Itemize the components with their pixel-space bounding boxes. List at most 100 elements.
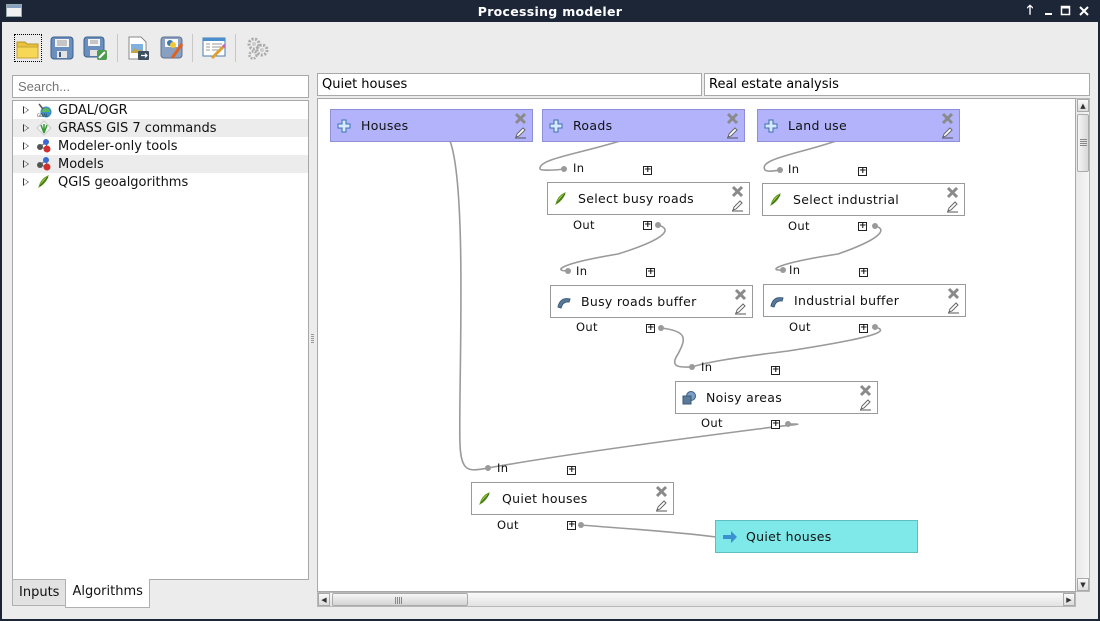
expand-arrow-icon[interactable] [23,106,29,114]
open-model-button[interactable] [14,34,42,62]
canvas-horizontal-scrollbar[interactable]: ◀ ▶ [317,592,1076,607]
algorithm-node-noisy-areas[interactable]: Noisy areas [675,381,878,414]
algorithm-node-quiet-houses[interactable]: Quiet houses [471,482,674,515]
svg-text:GDAL: GDAL [37,113,49,118]
edit-pencil-icon[interactable] [941,126,954,139]
node-label: Houses [361,118,409,133]
expand-port-icon[interactable]: + [859,267,868,277]
tree-item-label: GRASS GIS 7 commands [58,120,217,136]
keep-above-button[interactable]: 🡑 [1026,3,1034,18]
tree-item-gdal-ogr[interactable]: GDAL GDAL/OGR [13,101,308,119]
close-button[interactable] [1076,3,1092,19]
expand-port-icon[interactable]: + [567,520,576,530]
algorithm-node-select-busy-roads[interactable]: Select busy roads [547,182,750,215]
model-input-land-use[interactable]: Land use [757,109,960,142]
tab-inputs[interactable]: Inputs [12,579,66,606]
scroll-up-button[interactable]: ▲ [1077,99,1089,112]
delete-icon[interactable] [514,112,527,125]
port-out-label: Out [573,218,595,232]
delete-icon[interactable] [941,112,954,125]
expand-arrow-icon[interactable] [23,160,29,168]
title-bar[interactable]: Processing modeler 🡑 [0,0,1100,22]
minimize-button[interactable] [1041,3,1057,19]
tree-item-modeler-only-tools[interactable]: Modeler-only tools [13,137,308,155]
edit-help-button[interactable] [200,34,228,62]
run-model-button[interactable] [244,34,272,62]
algorithm-node-industrial-buffer[interactable]: Industrial buffer [763,284,966,317]
model-canvas[interactable]: Houses Roads Land use In + Select [317,98,1076,592]
model-input-roads[interactable]: Roads [542,109,745,142]
export-image-button[interactable] [124,34,152,62]
expand-port-icon[interactable]: + [567,465,576,475]
scroll-right-button[interactable]: ▶ [1063,593,1075,606]
node-label: Industrial buffer [794,293,900,308]
expand-port-icon[interactable]: + [771,419,780,429]
connection-lines [449,140,882,538]
edit-pencil-icon[interactable] [947,301,960,314]
qgis-icon [478,491,492,506]
delete-icon[interactable] [731,185,744,198]
edit-pencil-icon[interactable] [946,200,959,213]
link-busy-buffer-to-noisy [660,327,693,368]
window-app-icon[interactable] [6,4,22,17]
buffer-icon [770,294,784,308]
canvas-vertical-scrollbar[interactable]: ▲ ▼ [1076,98,1090,592]
delete-icon[interactable] [655,485,668,498]
expand-arrow-icon[interactable] [23,142,29,150]
model-name-input[interactable] [317,73,702,96]
expand-port-icon[interactable]: + [643,220,652,230]
expand-port-icon[interactable]: + [858,221,867,231]
panel-splitter-handle[interactable] [311,334,315,346]
maximize-button[interactable] [1058,3,1074,19]
model-output-quiet-houses[interactable]: Quiet houses [715,520,918,553]
tree-item-grass[interactable]: GRASS GIS 7 commands [13,119,308,137]
tree-item-models[interactable]: Models [13,155,308,173]
delete-icon[interactable] [947,287,960,300]
expand-port-icon[interactable]: + [858,166,867,176]
algorithm-node-select-industrial[interactable]: Select industrial [762,183,965,216]
delete-icon[interactable] [859,384,872,397]
delete-icon[interactable] [726,112,739,125]
port-in-label: In [701,360,713,374]
edit-pencil-icon[interactable] [514,126,527,139]
floppy-icon [50,36,74,60]
left-panel-tabs: Inputs Algorithms [12,579,150,608]
modeler-icon [36,156,52,172]
node-label: Quiet houses [746,529,832,544]
edit-pencil-icon[interactable] [655,499,668,512]
edit-pencil-icon[interactable] [859,398,872,411]
algorithm-node-busy-roads-buffer[interactable]: Busy roads buffer [550,285,753,318]
window-title: Processing modeler [477,4,623,19]
edit-pencil-icon[interactable] [734,302,747,315]
expand-port-icon[interactable]: + [643,165,652,175]
save-model-as-button[interactable] [82,34,110,62]
link-landuse-to-select-industrial [763,140,837,172]
edit-pencil-icon[interactable] [726,126,739,139]
scroll-down-button[interactable]: ▼ [1077,578,1089,591]
port-out-label: Out [497,518,519,532]
save-model-button[interactable] [48,34,76,62]
port-out-label: Out [789,320,811,334]
toolbar-separator [117,34,118,62]
tree-item-qgis-geoalgorithms[interactable]: QGIS geoalgorithms [13,173,308,191]
expand-arrow-icon[interactable] [23,178,29,186]
export-python-button[interactable] [158,34,186,62]
scroll-left-button[interactable]: ◀ [318,593,330,606]
algorithm-tree[interactable]: GDAL GDAL/OGR GRASS GIS 7 commands Model… [12,100,309,580]
tab-algorithms[interactable]: Algorithms [65,579,150,608]
expand-port-icon[interactable]: + [646,323,655,333]
expand-arrow-icon[interactable] [23,124,29,132]
delete-icon[interactable] [734,288,747,301]
vertical-scroll-thumb[interactable] [1077,114,1089,172]
expand-port-icon[interactable]: + [771,365,780,375]
model-group-input[interactable] [704,73,1090,96]
edit-help-icon [202,37,227,60]
model-input-houses[interactable]: Houses [330,109,533,142]
delete-icon[interactable] [946,186,959,199]
horizontal-scroll-thumb[interactable] [332,593,468,606]
expand-port-icon[interactable]: + [646,267,655,277]
algorithm-search-input[interactable] [12,75,309,98]
edit-pencil-icon[interactable] [731,199,744,212]
expand-port-icon[interactable]: + [859,323,868,333]
